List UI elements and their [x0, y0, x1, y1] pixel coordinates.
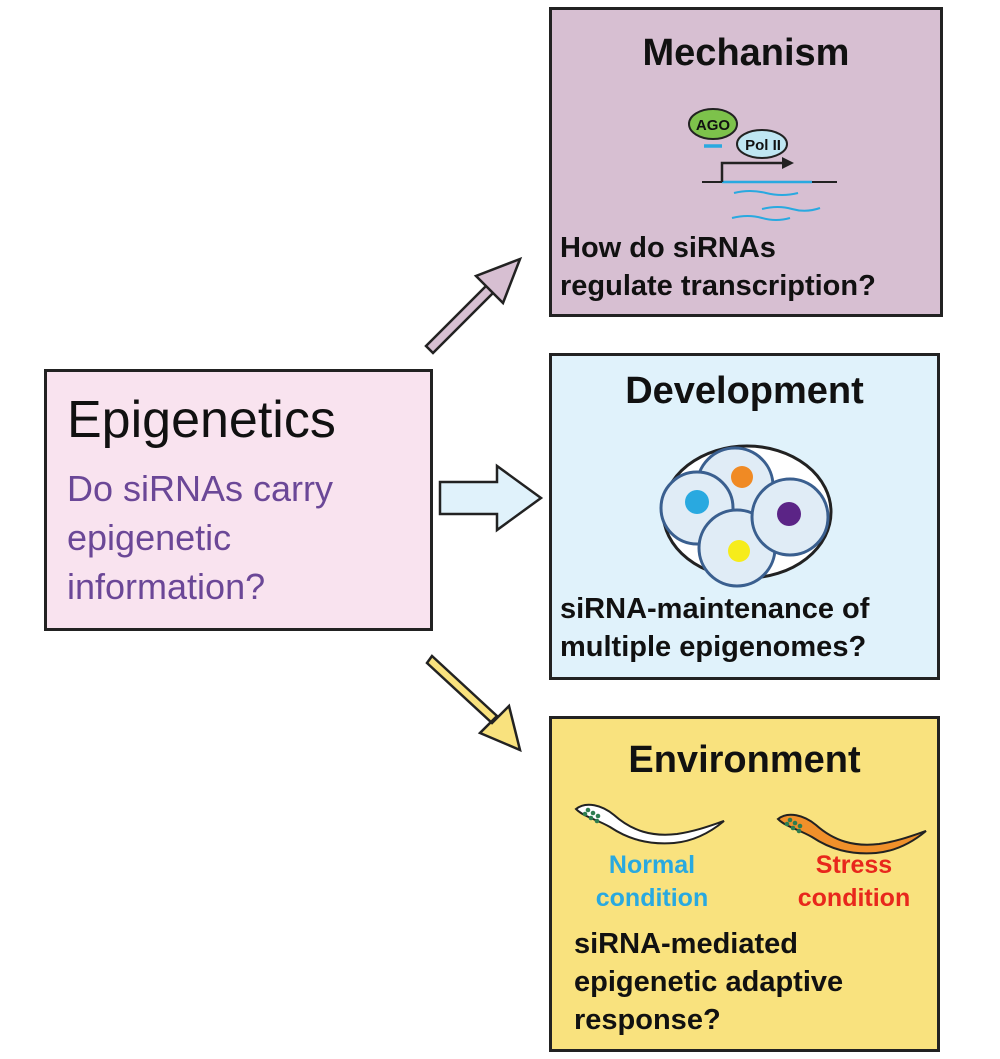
epigenetics-box: Epigenetics Do siRNAs carry epigenetic i…: [44, 369, 433, 631]
orange-nucleus-icon: [731, 466, 753, 488]
development-title: Development: [625, 370, 864, 412]
rna-wave-1: [733, 190, 799, 196]
rna-wave-2: [761, 206, 821, 212]
development-question-line-2: multiple epigenomes?: [560, 631, 867, 663]
environment-question-line-1: siRNA-mediated: [574, 928, 798, 960]
epigenetics-question-line-2: epigenetic: [67, 517, 232, 558]
arrow-to-mechanism: [424, 256, 523, 355]
embryo-illustration: [659, 444, 833, 588]
normal-condition-label: Normal condition: [572, 849, 732, 915]
ago-label: AGO: [696, 117, 731, 134]
environment-title: Environment: [628, 739, 861, 781]
epigenetics-question-line-1: Do siRNAs carry: [67, 468, 334, 509]
normal-condition-line-2: condition: [595, 884, 709, 912]
mechanism-question-line-2: regulate transcription?: [560, 270, 876, 302]
mechanism-question: How do siRNAs regulate transcription?: [560, 229, 876, 305]
promoter-arrowhead-icon: [782, 157, 794, 169]
purple-nucleus-icon: [777, 502, 801, 526]
epigenetics-question: Do siRNAs carry epigenetic information?: [67, 464, 333, 611]
environment-question: siRNA-mediated epigenetic adaptive respo…: [574, 925, 843, 1039]
development-box: Development siRNA-maintenance of multipl…: [549, 353, 940, 680]
epigenetics-question-line-3: information?: [67, 566, 266, 607]
environment-question-line-3: response?: [574, 1004, 721, 1036]
arrow-to-environment: [425, 654, 522, 753]
mechanism-question-line-1: How do siRNAs: [560, 232, 776, 264]
mechanism-title: Mechanism: [642, 32, 850, 74]
mechanism-box: Mechanism Pol II AGO How do siRNAs regul…: [549, 7, 943, 317]
ago-icon: [688, 108, 738, 140]
stress-condition-line-1: Stress: [815, 851, 893, 879]
epigenetics-title: Epigenetics: [67, 391, 336, 449]
rna-wave-3: [731, 215, 791, 221]
stress-condition-line-2: condition: [797, 884, 911, 912]
transcription-illustration: Pol II AGO: [688, 108, 837, 221]
environment-question-line-2: epigenetic adaptive: [574, 966, 844, 998]
normal-condition-line-1: Normal: [608, 851, 696, 879]
pol-ii-label: Pol II: [745, 137, 781, 154]
stress-condition-label: Stress condition: [774, 849, 934, 915]
environment-box: Environment Normal condition Stress cond…: [549, 716, 940, 1052]
development-question: siRNA-maintenance of multiple epigenomes…: [560, 590, 869, 666]
blue-nucleus-icon: [685, 490, 709, 514]
pol-ii-icon: [736, 129, 788, 159]
worm-stress-icon: [776, 813, 927, 855]
arrow-to-development: [438, 463, 544, 533]
worm-normal-icon: [574, 803, 725, 845]
development-question-line-1: siRNA-maintenance of: [560, 593, 870, 625]
yellow-nucleus-icon: [728, 540, 750, 562]
promoter-arrow: [720, 161, 782, 182]
